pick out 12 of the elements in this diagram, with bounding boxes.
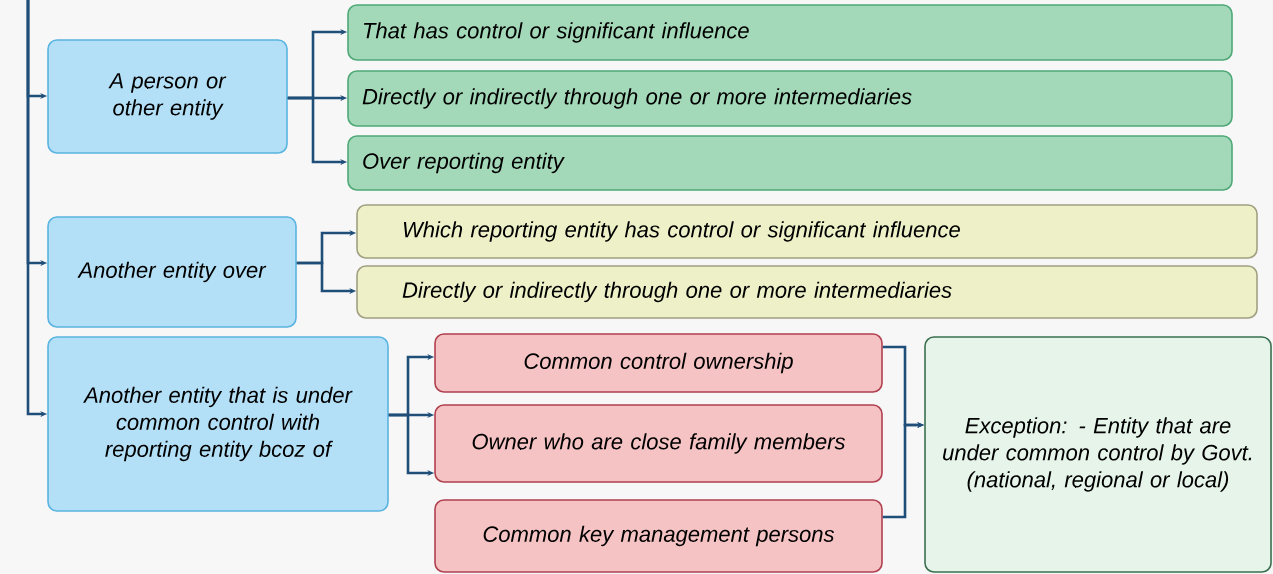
- entity-box: Another entity over: [47, 216, 297, 328]
- condition-box: That has control or significant influence: [347, 4, 1233, 61]
- condition-box: Directly or indirectly through one or more intermediaries: [347, 70, 1233, 127]
- condition-box: Directly or indirectly through one or more intermediaries: [356, 265, 1258, 319]
- entity-box: Another entity that is under common control with reporting entity bcoz of: [47, 336, 389, 512]
- relation-box: Common key management persons: [434, 499, 883, 573]
- entity-box: A person or other entity: [47, 39, 288, 154]
- condition-box: Which reporting entity has control or significant influence: [356, 204, 1258, 259]
- exception-box: Exception: - Entity that are under common control by Govt. (national, regional or local): [924, 336, 1272, 573]
- relation-box: Owner who are close family members: [434, 404, 883, 483]
- relation-box: Common control ownership: [434, 333, 883, 393]
- condition-box: Over reporting entity: [347, 135, 1233, 191]
